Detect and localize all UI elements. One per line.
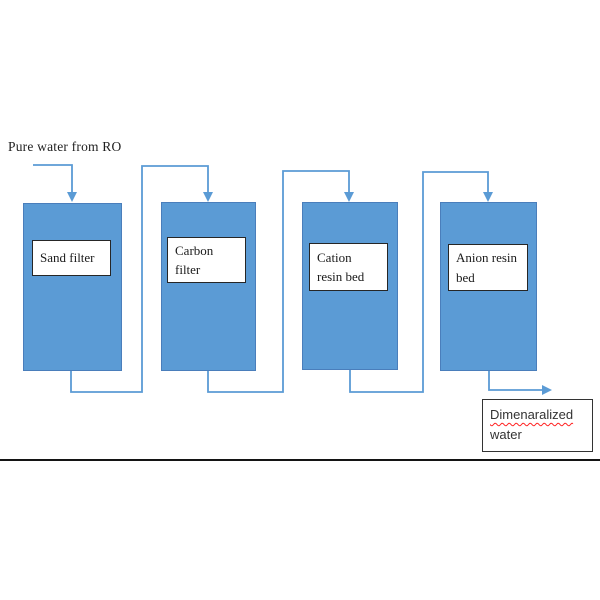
source-label: Pure water from RO [8, 139, 122, 154]
stage-sand-filter: Sand filter [23, 203, 122, 371]
stage-label-cation-resin-bed: Cation resin bed [309, 243, 388, 291]
connector-line [488, 371, 542, 391]
page-divider-line [0, 459, 600, 461]
stage-label-carbon-filter: Carbon filter [167, 237, 246, 283]
arrowhead-down-sand-filter-icon [67, 192, 77, 202]
arrowhead-right-output-icon [542, 385, 552, 395]
stage-anion-resin-bed: Anion resin bed [440, 202, 537, 371]
output-label-box: Dimenaralized water [482, 399, 593, 452]
connector-anion-to-output [488, 371, 552, 395]
arrowhead-down-carbon-filter-icon [203, 192, 213, 202]
stage-label-anion-resin-bed: Anion resin bed [448, 244, 528, 291]
stage-label-sand-filter: Sand filter [32, 240, 111, 276]
output-label-line2: water [490, 427, 522, 443]
arrowhead-down-cation-resin-bed-icon [344, 192, 354, 202]
stage-cation-resin-bed: Cation resin bed [302, 202, 398, 370]
output-label-line1: Dimenaralized [490, 407, 574, 422]
connector-input-to-sand-filter [33, 164, 77, 202]
connector-line [33, 164, 73, 195]
arrowhead-down-anion-resin-bed-icon [483, 192, 493, 202]
stage-carbon-filter: Carbon filter [161, 202, 256, 371]
